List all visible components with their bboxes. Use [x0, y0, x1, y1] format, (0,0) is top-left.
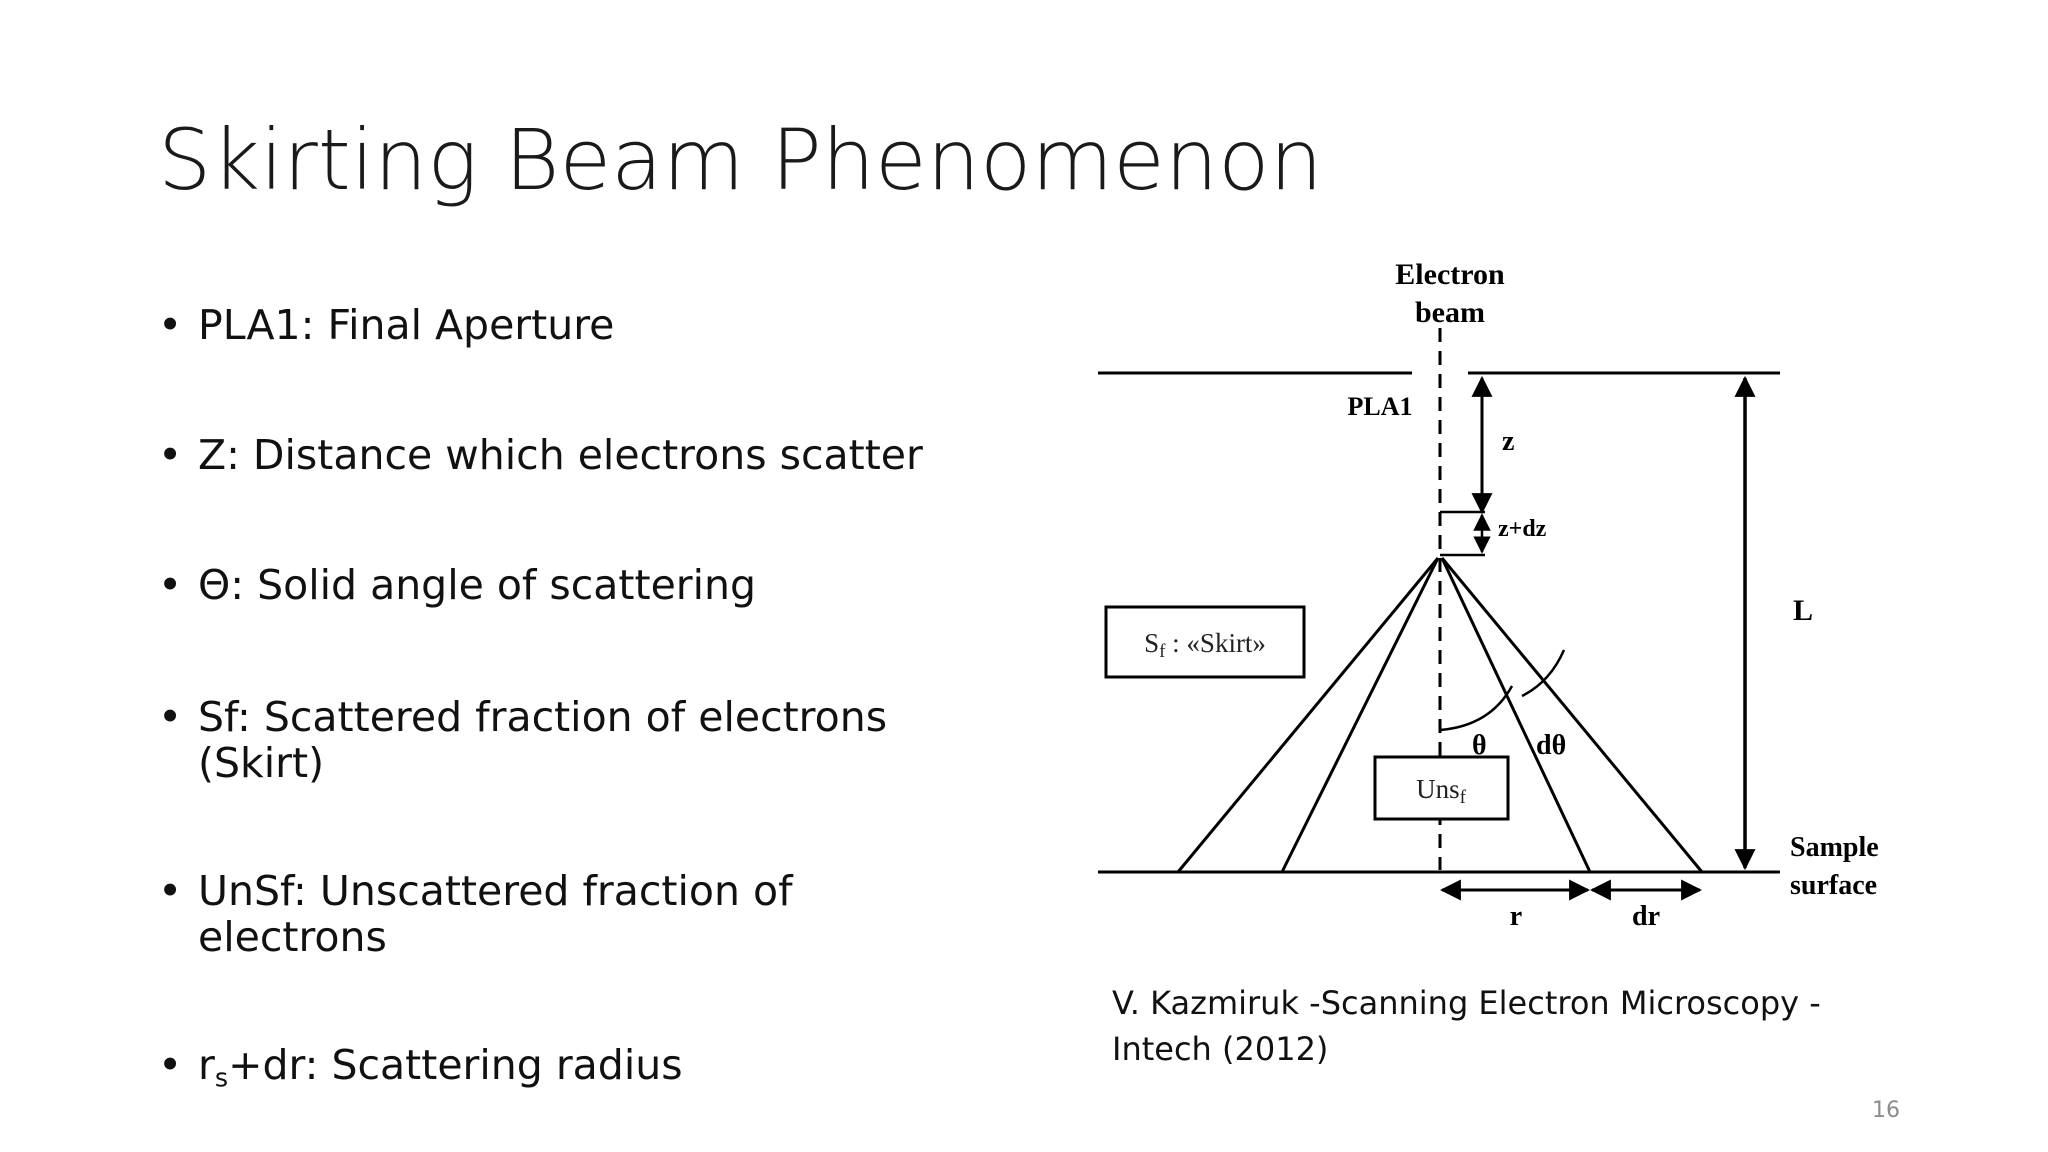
scatter-ray-2	[1280, 557, 1440, 873]
label-sample: Sample	[1790, 832, 1879, 863]
unscattered-box: Unsf	[1373, 755, 1510, 821]
label-z-dz: z+dz	[1498, 516, 1547, 542]
bullet-item-unscattered-fraction: • UnSf: Unscattered fraction of electron…	[158, 868, 978, 960]
bullet-text: Sf: Scattered fraction of electrons (Ski…	[198, 693, 888, 787]
bullet-item-distance: • Z: Distance which electrons scatter	[158, 432, 978, 478]
label-beam: beam	[1415, 296, 1485, 329]
unscattered-box-sub: f	[1460, 787, 1467, 808]
bullet-text: Z: Distance which electrons scatter	[198, 431, 923, 479]
bullet-text: PLA1: Final Aperture	[198, 301, 615, 349]
theta-arc	[1439, 685, 1514, 732]
label-dr: dr	[1632, 901, 1660, 932]
label-z: z	[1502, 426, 1514, 457]
label-L: L	[1793, 594, 1813, 627]
bullet-dot: •	[158, 301, 183, 349]
skirt-box-sub: f	[1159, 641, 1166, 662]
scatter-ray-4	[1440, 557, 1704, 873]
bullet-item-scattered-fraction: • Sf: Scattered fraction of electrons (S…	[158, 694, 978, 786]
bullet-item-scattering-radius: • rs+dr: Scattering radius	[158, 1042, 978, 1101]
bullet-text: Θ: Solid angle of scattering	[198, 561, 757, 609]
slide-number: 16	[1872, 1098, 1900, 1123]
skirt-box-rest: : «Skirt»	[1165, 628, 1266, 658]
bullet-dot: •	[158, 693, 183, 741]
bullet-text-rest: +dr: Scattering radius	[228, 1041, 683, 1089]
label-r: r	[1510, 901, 1522, 932]
bullet-text-main: r	[198, 1041, 215, 1089]
skirt-box: Sf : «Skirt»	[1104, 605, 1306, 679]
bullet-item-final-aperture: • PLA1: Final Aperture	[158, 302, 978, 348]
svg-text:Unsf: Unsf	[1416, 774, 1467, 808]
unscattered-box-main: Uns	[1416, 774, 1460, 804]
scatter-ray-1	[1176, 557, 1440, 873]
label-theta: θ	[1472, 730, 1487, 761]
bullet-text-subscript: s	[214, 1062, 229, 1093]
bullet-dot: •	[158, 431, 183, 479]
svg-text:Sf : «Skirt»: Sf : «Skirt»	[1144, 628, 1266, 662]
bullet-dot: •	[158, 1041, 183, 1089]
label-pla1: PLA1	[1348, 392, 1413, 421]
citation: V. Kazmiruk -Scanning Electron Microscop…	[1112, 984, 1821, 1068]
skirt-box-main: S	[1144, 628, 1159, 658]
dtheta-arc	[1521, 649, 1566, 698]
label-electron: Electron	[1395, 258, 1505, 291]
bullet-dot: •	[158, 867, 183, 915]
label-dtheta: dθ	[1536, 730, 1566, 761]
bullet-text: UnSf: Unscattered fraction of electrons	[198, 867, 793, 961]
slide-title: Skirting Beam Phenomenon	[158, 111, 1323, 209]
label-surface: surface	[1790, 870, 1877, 901]
scatter-ray-3	[1440, 557, 1592, 873]
skirting-beam-diagram: Electron beam PLA1 z z+dz θ dθ Sf : «Ski…	[1098, 258, 1879, 932]
bullet-item-solid-angle: • Θ: Solid angle of scattering	[158, 562, 978, 608]
bullet-dot: •	[158, 561, 183, 609]
